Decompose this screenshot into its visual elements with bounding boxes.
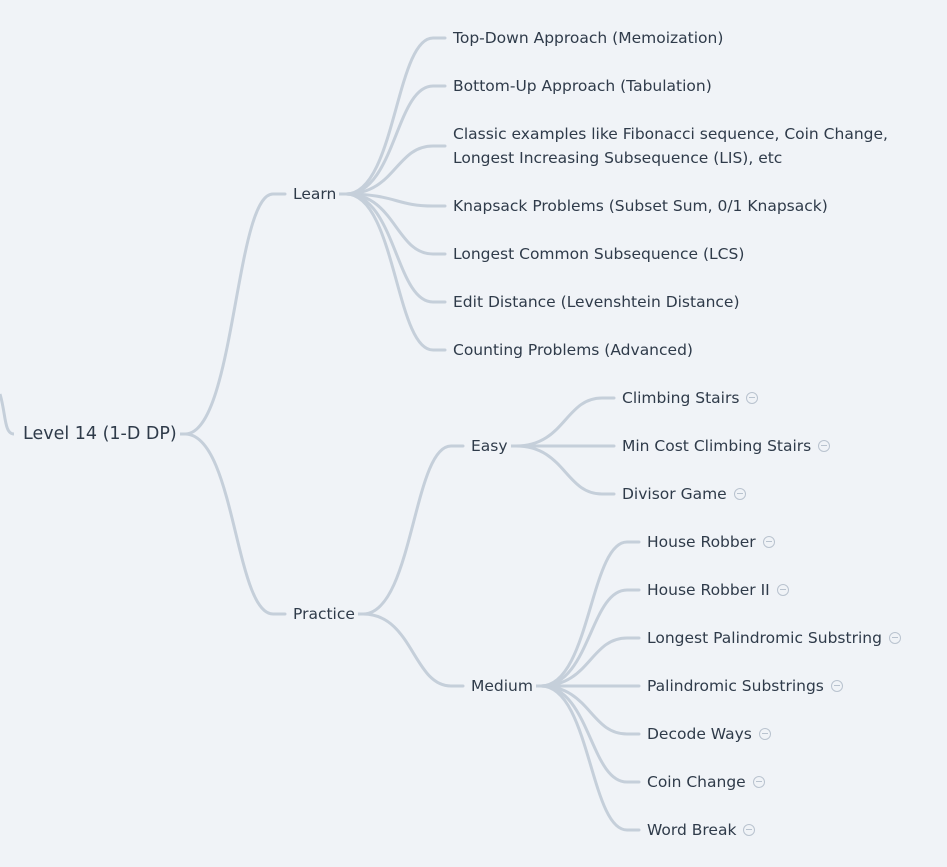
link-icon[interactable] — [752, 776, 765, 788]
learn-topic-label: Classic examples like Fibonacci sequence… — [453, 125, 888, 167]
problem-item[interactable]: House Robber II — [647, 578, 789, 602]
learn-topic-label: Knapsack Problems (Subset Sum, 0/1 Knaps… — [453, 197, 828, 215]
edge — [344, 84, 447, 196]
edge — [514, 444, 616, 496]
link-icon[interactable] — [818, 440, 831, 452]
edge — [344, 192, 447, 304]
learn-topic[interactable]: Longest Common Subsequence (LCS) — [453, 242, 744, 266]
link-icon[interactable] — [830, 680, 843, 692]
branch-learn-label: Learn — [293, 185, 337, 203]
edge — [539, 540, 641, 688]
edge — [539, 684, 641, 736]
edge — [539, 684, 641, 784]
root-node[interactable]: Level 14 (1-D DP) — [23, 422, 177, 446]
edge — [183, 192, 287, 436]
problem-label: Palindromic Substrings — [647, 677, 824, 695]
problem-item[interactable]: Decode Ways — [647, 722, 771, 746]
branch-learn[interactable]: Learn — [293, 182, 336, 206]
link-icon[interactable] — [758, 728, 771, 740]
learn-topic-label: Edit Distance (Levenshtein Distance) — [453, 293, 740, 311]
problem-label: Divisor Game — [622, 485, 727, 503]
link-icon[interactable] — [733, 488, 746, 500]
learn-topic[interactable]: Counting Problems (Advanced) — [453, 338, 693, 362]
link-icon[interactable] — [743, 824, 756, 836]
problem-label: Word Break — [647, 821, 737, 839]
level-medium[interactable]: Medium — [471, 674, 533, 698]
link-icon[interactable] — [776, 584, 789, 596]
root-label: Level 14 (1-D DP) — [23, 424, 177, 444]
edge — [344, 144, 447, 196]
learn-topic[interactable]: Knapsack Problems (Subset Sum, 0/1 Knaps… — [453, 194, 828, 218]
level-medium-label: Medium — [471, 677, 533, 695]
learn-topic[interactable]: Edit Distance (Levenshtein Distance) — [453, 290, 740, 314]
problem-label: Climbing Stairs — [622, 389, 740, 407]
edge — [183, 432, 287, 616]
problem-label: Coin Change — [647, 773, 746, 791]
problem-item[interactable]: Min Cost Climbing Stairs — [622, 434, 831, 458]
edge — [344, 192, 447, 352]
problem-item[interactable]: Palindromic Substrings — [647, 674, 843, 698]
problem-label: Min Cost Climbing Stairs — [622, 437, 812, 455]
problem-label: House Robber — [647, 533, 756, 551]
edge — [361, 612, 465, 688]
level-easy[interactable]: Easy — [471, 434, 508, 458]
link-icon[interactable] — [888, 632, 901, 644]
problem-label: Longest Palindromic Substring — [647, 629, 882, 647]
problem-item[interactable]: Divisor Game — [622, 482, 746, 506]
problem-item[interactable]: Longest Palindromic Substring — [647, 626, 901, 650]
edge — [344, 192, 447, 256]
learn-topic[interactable]: Bottom-Up Approach (Tabulation) — [453, 74, 712, 98]
edge — [361, 444, 465, 616]
link-icon[interactable] — [762, 536, 775, 548]
problem-item[interactable]: House Robber — [647, 530, 775, 554]
link-icon[interactable] — [746, 392, 759, 404]
problem-item[interactable]: Coin Change — [647, 770, 765, 794]
edge — [539, 684, 641, 832]
problem-item[interactable]: Climbing Stairs — [622, 386, 759, 410]
branch-practice-label: Practice — [293, 605, 355, 623]
edge — [514, 396, 616, 448]
edge — [344, 192, 447, 208]
branch-practice[interactable]: Practice — [293, 602, 355, 626]
learn-topic[interactable]: Top-Down Approach (Memoization) — [453, 26, 723, 50]
learn-topic-label: Bottom-Up Approach (Tabulation) — [453, 77, 712, 95]
learn-topic-label: Counting Problems (Advanced) — [453, 341, 693, 359]
problem-item[interactable]: Word Break — [647, 818, 756, 842]
learn-topic-label: Longest Common Subsequence (LCS) — [453, 245, 745, 263]
edge — [0, 393, 15, 436]
edge — [539, 588, 641, 688]
edge — [344, 36, 447, 196]
learn-topic[interactable]: Classic examples like Fibonacci sequence… — [453, 122, 893, 170]
problem-label: House Robber II — [647, 581, 770, 599]
level-easy-label: Easy — [471, 437, 508, 455]
learn-topic-label: Top-Down Approach (Memoization) — [453, 29, 724, 47]
edge — [539, 636, 641, 688]
problem-label: Decode Ways — [647, 725, 752, 743]
